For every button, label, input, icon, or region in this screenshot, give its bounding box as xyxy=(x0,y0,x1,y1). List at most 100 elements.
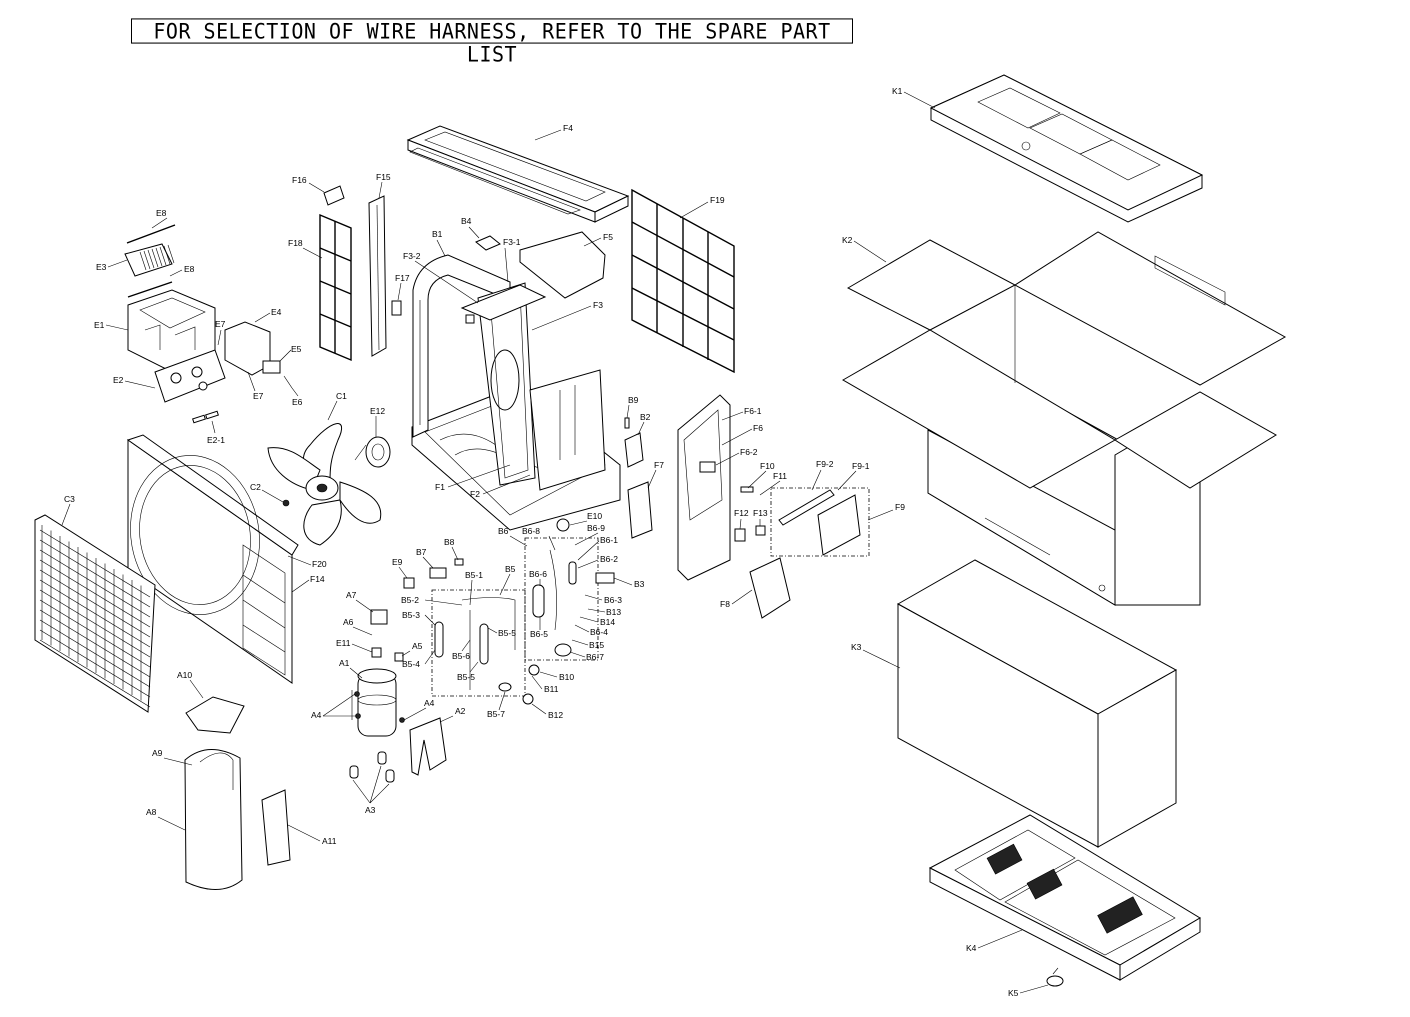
top-panel-f4 xyxy=(406,125,630,223)
screw-e6 xyxy=(283,375,293,389)
part-label: F11 xyxy=(773,471,787,481)
sound-insulation-a9-a8 xyxy=(184,749,243,890)
part-label: E2-1 xyxy=(207,435,225,445)
part-label: C2 xyxy=(250,482,261,492)
packaging-bottom-tray-k4 xyxy=(928,814,1201,981)
handle-f8 xyxy=(749,557,791,619)
part-label: E3 xyxy=(96,262,107,272)
part-label: B6-7 xyxy=(586,652,604,662)
fan-bracket-f3-1 xyxy=(460,284,547,324)
part-label: F9-1 xyxy=(852,461,870,471)
part-label: B9 xyxy=(628,395,639,405)
part-label: F8 xyxy=(720,599,730,609)
part-label: B5-5 xyxy=(457,672,475,682)
part-label: E10 xyxy=(587,511,602,521)
small-parts xyxy=(354,417,766,723)
part-label: A8 xyxy=(146,807,157,817)
fan-motor-e12 xyxy=(354,436,391,468)
packaging-carton-k2 xyxy=(841,231,1287,606)
sound-insulation-a11 xyxy=(261,789,291,866)
part-label: F3 xyxy=(593,300,603,310)
part-label: A11 xyxy=(322,836,337,846)
part-label: F9 xyxy=(895,502,905,512)
sound-insulation-a2 xyxy=(409,717,447,776)
part-label: C3 xyxy=(64,494,75,504)
part-label: E5 xyxy=(291,344,302,354)
grille-f19 xyxy=(631,188,735,374)
part-label: F19 xyxy=(710,195,725,205)
heat-exchanger-b1 xyxy=(412,254,511,438)
part-label: F2 xyxy=(470,489,480,499)
part-label: B6-8 xyxy=(522,526,540,536)
part-label: B4 xyxy=(461,216,472,226)
part-label: B14 xyxy=(600,617,615,627)
part-label: E8 xyxy=(156,208,167,218)
leader-lines xyxy=(61,91,1049,994)
part-label: B6-5 xyxy=(530,629,548,639)
part-label: F3-2 xyxy=(403,251,421,261)
part-label: K2 xyxy=(842,235,853,245)
valve-group-b6 xyxy=(524,537,599,661)
cover-b4 xyxy=(475,235,501,251)
fuse-e2-1 xyxy=(192,410,219,424)
part-label: B8 xyxy=(444,537,455,547)
part-label: B5-5 xyxy=(498,628,516,638)
part-label: F17 xyxy=(395,273,410,283)
part-label: B5-6 xyxy=(452,651,470,661)
part-label: A2 xyxy=(455,706,466,716)
part-label: K3 xyxy=(851,642,862,652)
part-label: B13 xyxy=(606,607,621,617)
part-label: B6-4 xyxy=(590,627,608,637)
part-label: K1 xyxy=(892,86,903,96)
part-label: B5-3 xyxy=(402,610,420,620)
part-label: A3 xyxy=(365,805,376,815)
part-label: E11 xyxy=(336,638,351,648)
part-label: B7 xyxy=(416,547,427,557)
part-label: B2 xyxy=(640,412,651,422)
valve-cover-f9 xyxy=(770,487,870,557)
packaging-fixing-k5 xyxy=(1046,967,1064,987)
front-panel-f14 xyxy=(126,434,299,684)
part-label: E12 xyxy=(370,406,385,416)
part-label: B6-1 xyxy=(600,535,618,545)
nut-c2 xyxy=(282,499,290,507)
part-label: F6-2 xyxy=(740,447,758,457)
part-label: B5-1 xyxy=(465,570,483,580)
part-label: A7 xyxy=(346,590,357,600)
part-label: A1 xyxy=(339,658,350,668)
part-label: A10 xyxy=(177,670,192,680)
part-labels: E8 E3 E8 E1 E7 E4 E5 E2 E7 E6 E2-1 F16 F… xyxy=(64,86,1019,998)
part-label: C1 xyxy=(336,391,347,401)
part-label: F18 xyxy=(288,238,303,248)
packaging-top-cap-k1 xyxy=(929,74,1204,223)
terminal-e5 xyxy=(262,360,281,374)
back-frame-f2 xyxy=(529,369,606,491)
grille-f18 xyxy=(319,213,352,362)
part-label: E1 xyxy=(94,320,105,330)
part-label: B3 xyxy=(634,579,645,589)
part-label: A5 xyxy=(412,641,423,651)
part-label: F1 xyxy=(435,482,445,492)
part-label: E8 xyxy=(184,264,195,274)
compressor-a1 xyxy=(351,668,397,737)
part-label: F5 xyxy=(603,232,613,242)
part-label: B10 xyxy=(559,672,574,682)
part-label: A4 xyxy=(424,698,435,708)
rubber-mounts-a3 xyxy=(349,751,395,783)
part-label: B15 xyxy=(589,640,604,650)
part-label: F13 xyxy=(753,508,768,518)
part-label: B11 xyxy=(544,684,559,694)
part-label: F4 xyxy=(563,123,573,133)
part-label: B6-6 xyxy=(529,569,547,579)
part-label: B6-2 xyxy=(600,554,618,564)
part-label: F20 xyxy=(312,559,327,569)
part-label: E7 xyxy=(253,391,264,401)
part-label: B6-9 xyxy=(587,523,605,533)
part-label: B5-7 xyxy=(487,709,505,719)
part-label: F10 xyxy=(760,461,775,471)
heat-sink-e8 xyxy=(126,224,176,298)
part-label: E7 xyxy=(215,319,226,329)
part-label: A4 xyxy=(311,710,322,720)
part-label: E9 xyxy=(392,557,403,567)
